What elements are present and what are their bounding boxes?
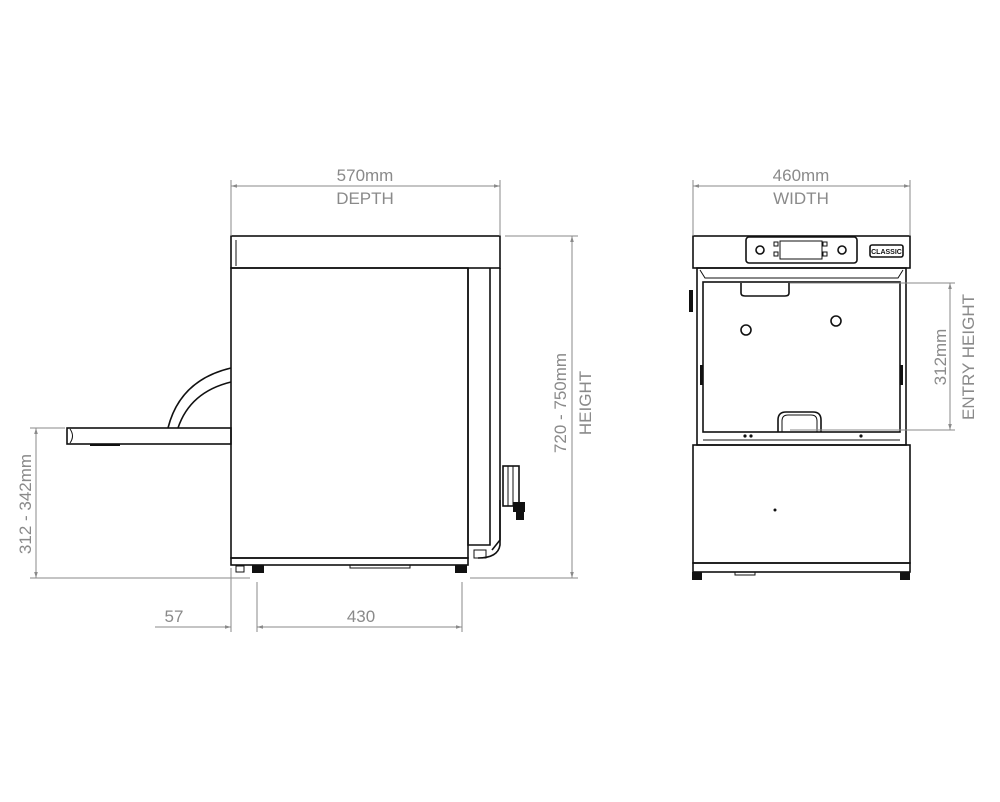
feet-spacing-value: 430 (347, 607, 375, 626)
width-dimension: 460mm WIDTH (692, 166, 911, 236)
front-foot-right (900, 572, 910, 580)
display-screen (779, 240, 823, 260)
left-knob-icon (755, 245, 765, 255)
entry-height-dimension: 312mm ENTRY HEIGHT (790, 282, 978, 431)
height-value: 720 - 750mm (551, 353, 570, 453)
width-value: 460mm (773, 166, 830, 185)
front-foot-left (692, 572, 702, 580)
width-label: WIDTH (773, 189, 829, 208)
bottom-dimensions: 57 430 (155, 568, 463, 632)
depth-dimension: 570mm DEPTH (230, 166, 501, 236)
brand-logo: CLASSIC (869, 244, 904, 258)
side-view: 570mm DEPTH 720 - 750mm HEIGHT 312 - 342… (16, 166, 595, 632)
front-lower-panel (692, 444, 911, 580)
logo-text: CLASSIC (871, 249, 902, 256)
side-body (230, 235, 501, 573)
height-label: HEIGHT (576, 371, 595, 435)
side-foot-front (252, 565, 264, 573)
door-opening (689, 267, 907, 446)
control-panel (745, 236, 858, 264)
depth-value: 570mm (337, 166, 394, 185)
water-inlet-hose (473, 465, 525, 559)
side-foot-back (455, 565, 467, 573)
rack-height-dimension: 312 - 342mm (16, 427, 250, 579)
right-knob-icon (837, 245, 847, 255)
height-dimension: 720 - 750mm HEIGHT (470, 235, 595, 579)
entry-height-label: ENTRY HEIGHT (959, 294, 978, 420)
rack-height-value: 312 - 342mm (16, 454, 35, 554)
rack-arm (66, 367, 232, 446)
front-view: CLASSIC 4 (689, 166, 978, 580)
entry-height-value: 312mm (931, 329, 950, 386)
rack-offset-value: 57 (165, 607, 184, 626)
depth-label: DEPTH (336, 189, 394, 208)
